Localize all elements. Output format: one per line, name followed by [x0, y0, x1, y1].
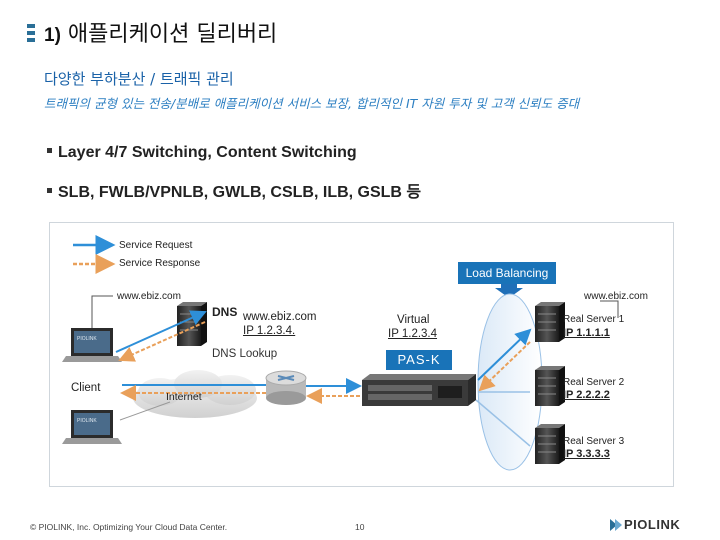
pas-k-appliance-icon — [362, 374, 476, 406]
bullet-square-icon — [47, 148, 52, 154]
bullet-item: Layer 4/7 Switching, Content Switching — [47, 144, 357, 162]
real-server-3-ip: IP 3.3.3.3 — [563, 448, 610, 460]
laptop-screen-brand: PIOLINK — [77, 336, 97, 342]
real-server-2-name: Real Server 2 — [563, 377, 625, 388]
bullet-item: SLB, FWLB/VPNLB, GWLB, CSLB, ILB, GSLB 등 — [47, 178, 421, 202]
real-server-3-icon — [535, 424, 565, 464]
pask-to-server3-link — [475, 399, 531, 447]
real-server-1-name: Real Server 1 — [563, 314, 625, 325]
dns-request-arrow — [115, 310, 207, 353]
title-marker-icon — [27, 24, 35, 42]
page-title-text: 애플리케이션 딜리버리 — [67, 22, 278, 47]
pas-k-label: PAS-K — [386, 350, 452, 370]
client2-link — [119, 401, 171, 421]
client-laptop-1-icon — [62, 328, 122, 362]
legend-response-label: Service Response — [119, 258, 201, 269]
real-server-1-icon — [535, 302, 565, 342]
page-title: 1) 애플리케이션 딜리버리 — [44, 16, 277, 48]
pask-to-server1-request — [477, 328, 532, 381]
dns-lookup-label: DNS Lookup — [212, 348, 278, 360]
bullet-text: Layer 4/7 Switching, Content Switching — [58, 144, 357, 161]
internet-label: Internet — [166, 391, 202, 403]
client-label: Client — [71, 382, 101, 394]
router-icon — [265, 370, 307, 405]
client-url-label: www.ebiz.com — [117, 291, 181, 302]
load-balancing-label: Load Balancing — [458, 262, 556, 284]
client-url-connector — [91, 295, 113, 330]
client-laptop-2-icon — [62, 410, 122, 444]
server1-to-pask-response — [478, 341, 531, 392]
laptop-screen-brand: PIOLINK — [77, 418, 97, 424]
server-url-connector — [600, 300, 619, 318]
section-subtitle: 다양한 부하분산 / 트래픽 관리 — [44, 70, 234, 88]
real-server-2-ip: IP 2.2.2.2 — [563, 389, 610, 401]
real-server-2-icon — [535, 366, 565, 406]
load-balancing-arrow-icon — [495, 283, 523, 298]
real-server-3-name: Real Server 3 — [563, 436, 625, 447]
piolink-logo-icon — [610, 519, 622, 531]
legend-request-label: Service Request — [119, 240, 193, 251]
dns-record-ip: IP 1.2.3.4. — [243, 325, 296, 337]
virtual-ip-label: IP 1.2.3.4 — [388, 328, 438, 340]
page-number: 10 — [355, 522, 365, 532]
server-url-label: www.ebiz.com — [584, 291, 648, 302]
footer-copyright: © PIOLINK, Inc. Optimizing Your Cloud Da… — [30, 522, 228, 532]
bullet-text: SLB, FWLB/VPNLB, GWLB, CSLB, ILB, GSLB 등 — [58, 184, 422, 201]
real-server-1-ip: IP 1.1.1.1 — [563, 327, 610, 339]
footer-logo-text: PIOLINK — [624, 517, 681, 532]
page-title-number: 1) — [44, 25, 61, 46]
dns-label: DNS — [212, 305, 238, 319]
dns-record-host: www.ebiz.com — [243, 311, 317, 323]
virtual-label: Virtual — [397, 314, 430, 326]
section-description: 트래픽의 균형 있는 전송/분배로 애플리케이션 서비스 보장, 합리적인 IT… — [44, 96, 580, 111]
dns-response-arrow — [118, 321, 206, 362]
server-farm-ellipse — [477, 293, 543, 471]
bullet-square-icon — [47, 188, 52, 194]
diagram-frame — [49, 222, 674, 487]
